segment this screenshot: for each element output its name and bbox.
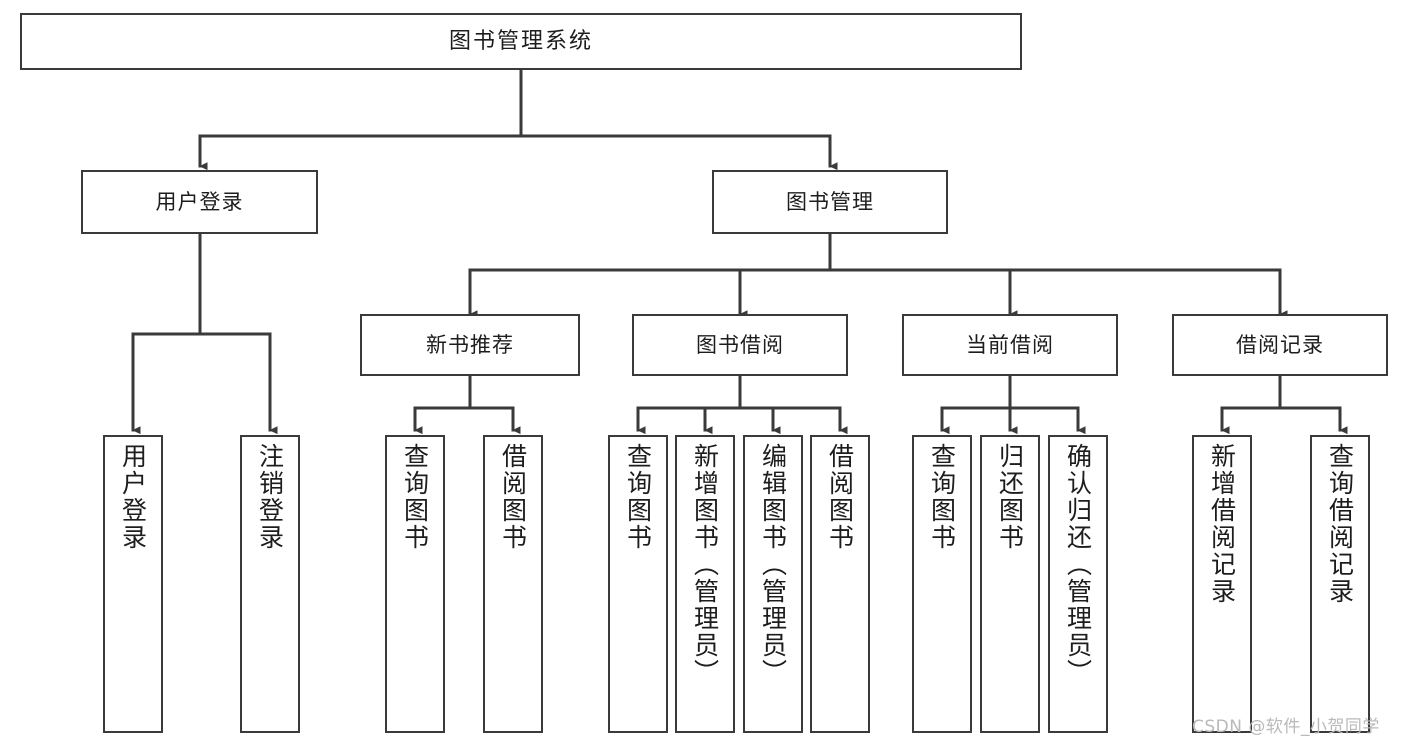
node-book-borrow[interactable]: 图书借阅 bbox=[632, 314, 848, 376]
leaf-label: 归还图书 bbox=[995, 443, 1025, 551]
node-label: 新书推荐 bbox=[426, 332, 514, 357]
leaf-label: 查询图书 bbox=[400, 443, 430, 551]
node-label: 借阅记录 bbox=[1236, 332, 1324, 357]
node-borrow-record[interactable]: 借阅记录 bbox=[1172, 314, 1388, 376]
leaf-label: 编辑图书（管理员） bbox=[758, 443, 788, 686]
leaf-user-login[interactable]: 用户登录 bbox=[103, 435, 163, 733]
leaf-add-borrow-record[interactable]: 新增借阅记录 bbox=[1192, 435, 1252, 733]
leaf-label: 用户登录 bbox=[118, 443, 148, 551]
leaf-edit-book-admin[interactable]: 编辑图书（管理员） bbox=[743, 435, 803, 733]
node-new-book-recommend[interactable]: 新书推荐 bbox=[360, 314, 580, 376]
leaf-query-book-new[interactable]: 查询图书 bbox=[385, 435, 445, 733]
leaf-query-borrow-record[interactable]: 查询借阅记录 bbox=[1310, 435, 1370, 733]
leaf-label: 确认归还（管理员） bbox=[1063, 443, 1093, 686]
node-label: 图书管理 bbox=[786, 189, 874, 214]
node-label: 图书管理系统 bbox=[448, 28, 593, 54]
leaf-add-book-admin[interactable]: 新增图书（管理员） bbox=[675, 435, 735, 733]
leaf-return-book[interactable]: 归还图书 bbox=[980, 435, 1040, 733]
leaf-borrow-book[interactable]: 借阅图书 bbox=[810, 435, 870, 733]
node-label: 图书借阅 bbox=[696, 332, 784, 357]
leaf-label: 借阅图书 bbox=[498, 443, 528, 551]
node-label: 用户登录 bbox=[155, 189, 244, 214]
node-root-system[interactable]: 图书管理系统 bbox=[20, 13, 1022, 70]
node-label: 当前借阅 bbox=[966, 332, 1054, 357]
leaf-label: 查询图书 bbox=[927, 443, 957, 551]
leaf-logout[interactable]: 注销登录 bbox=[240, 435, 300, 733]
leaf-label: 查询借阅记录 bbox=[1325, 443, 1355, 605]
leaf-label: 查询图书 bbox=[623, 443, 653, 551]
leaf-label: 注销登录 bbox=[255, 443, 285, 551]
leaf-borrow-book-new[interactable]: 借阅图书 bbox=[483, 435, 543, 733]
leaf-label: 借阅图书 bbox=[825, 443, 855, 551]
node-current-borrow[interactable]: 当前借阅 bbox=[902, 314, 1118, 376]
node-book-management[interactable]: 图书管理 bbox=[712, 170, 948, 234]
leaf-label: 新增图书（管理员） bbox=[690, 443, 720, 686]
leaf-query-book-current[interactable]: 查询图书 bbox=[912, 435, 972, 733]
leaf-confirm-return-admin[interactable]: 确认归还（管理员） bbox=[1048, 435, 1108, 733]
node-user-login[interactable]: 用户登录 bbox=[81, 170, 318, 234]
leaf-label: 新增借阅记录 bbox=[1207, 443, 1237, 605]
leaf-query-book-borrow[interactable]: 查询图书 bbox=[608, 435, 668, 733]
